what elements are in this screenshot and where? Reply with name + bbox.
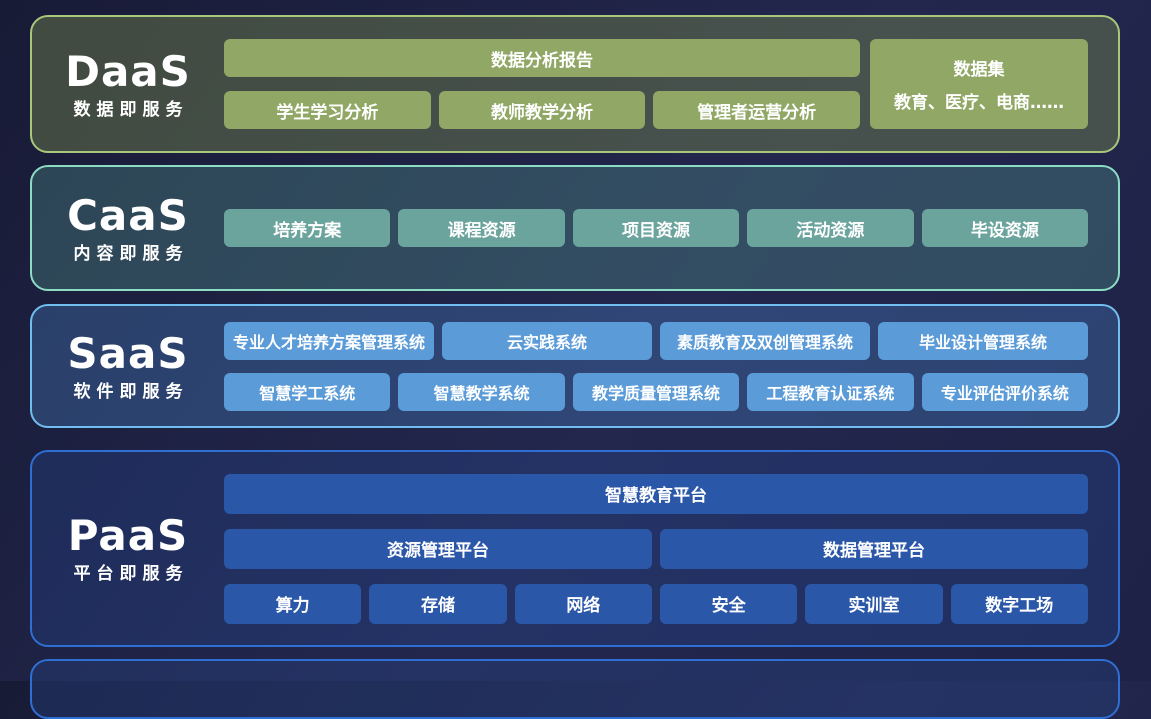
paas-content: 智慧教育平台 资源管理平台 数据管理平台 算力 存储 网络 安全 实训室 数字工… bbox=[224, 473, 1118, 624]
daas-subtitle: 数据即服务 bbox=[73, 99, 189, 120]
caas-item: 活动资源 bbox=[747, 209, 914, 247]
paas-subtitle: 平台即服务 bbox=[73, 564, 189, 585]
caas-content: 培养方案 课程资源 项目资源 活动资源 毕设资源 bbox=[224, 209, 1118, 247]
daas-report-bar: 数据分析报告 bbox=[224, 39, 860, 77]
paas-item: 算力 bbox=[224, 583, 362, 624]
saas-item: 素质教育及双创管理系统 bbox=[660, 321, 870, 360]
saas-item: 专业评估评价系统 bbox=[921, 372, 1089, 411]
saas-item: 智慧学工系统 bbox=[224, 372, 391, 411]
saas-item: 教学质量管理系统 bbox=[572, 372, 740, 411]
caas-section: CaaS 内容即服务 培养方案 课程资源 项目资源 活动资源 毕设资源 bbox=[30, 165, 1120, 291]
saas-label: SaaS 软件即服务 bbox=[32, 328, 224, 402]
saas-title: SaaS bbox=[67, 328, 189, 378]
paas-item: 数据管理平台 bbox=[660, 528, 1088, 569]
saas-item: 专业人才培养方案管理系统 bbox=[224, 321, 434, 360]
paas-item: 实训室 bbox=[805, 583, 943, 624]
saas-subtitle: 软件即服务 bbox=[73, 381, 189, 402]
daas-title: DaaS bbox=[65, 46, 191, 96]
paas-section: PaaS 平台即服务 智慧教育平台 资源管理平台 数据管理平台 算力 存储 网络… bbox=[30, 450, 1120, 647]
saas-row-2: 智慧学工系统 智慧教学系统 教学质量管理系统 工程教育认证系统 专业评估评价系统 bbox=[224, 372, 1089, 411]
saas-item: 工程教育认证系统 bbox=[747, 372, 914, 411]
daas-dataset-box: 数据集 教育、医疗、电商…… bbox=[870, 39, 1088, 129]
caas-subtitle: 内容即服务 bbox=[73, 243, 189, 264]
paas-row-3: 算力 存储 网络 安全 实训室 数字工场 bbox=[224, 583, 1088, 624]
caas-title: CaaS bbox=[67, 190, 189, 240]
saas-row-1: 专业人才培养方案管理系统 云实践系统 素质教育及双创管理系统 毕业设计管理系统 bbox=[224, 321, 1088, 360]
paas-row-2: 资源管理平台 数据管理平台 bbox=[224, 528, 1088, 569]
paas-item: 存储 bbox=[369, 583, 507, 624]
paas-item: 资源管理平台 bbox=[224, 528, 652, 569]
partial-bottom-section bbox=[30, 659, 1120, 719]
caas-item: 项目资源 bbox=[572, 209, 740, 247]
saas-item: 云实践系统 bbox=[442, 321, 652, 360]
caas-label: CaaS 内容即服务 bbox=[32, 190, 224, 264]
saas-content: 专业人才培养方案管理系统 云实践系统 素质教育及双创管理系统 毕业设计管理系统 … bbox=[224, 321, 1118, 411]
saas-item: 毕业设计管理系统 bbox=[878, 321, 1088, 360]
daas-item-row: 学生学习分析 教师教学分析 管理者运营分析 bbox=[224, 91, 861, 129]
paas-title: PaaS bbox=[67, 511, 189, 561]
paas-label: PaaS 平台即服务 bbox=[32, 511, 224, 585]
daas-section: DaaS 数据即服务 数据分析报告 学生学习分析 教师教学分析 管理者运营分析 … bbox=[30, 15, 1120, 153]
daas-item: 教师教学分析 bbox=[438, 91, 646, 129]
daas-label: DaaS 数据即服务 bbox=[32, 46, 224, 120]
caas-item: 课程资源 bbox=[398, 209, 565, 247]
paas-item: 安全 bbox=[659, 583, 798, 624]
paas-item: 网络 bbox=[514, 583, 652, 624]
paas-platform-bar: 智慧教育平台 bbox=[224, 473, 1088, 514]
daas-dataset-title: 数据集 bbox=[953, 60, 1005, 80]
daas-dataset-detail: 教育、医疗、电商…… bbox=[894, 93, 1064, 113]
caas-item: 毕设资源 bbox=[921, 209, 1089, 247]
paas-item: 数字工场 bbox=[950, 583, 1088, 624]
daas-item: 管理者运营分析 bbox=[653, 91, 861, 129]
daas-item: 学生学习分析 bbox=[224, 91, 431, 129]
saas-item: 智慧教学系统 bbox=[398, 372, 565, 411]
daas-content: 数据分析报告 学生学习分析 教师教学分析 管理者运营分析 数据集 教育、医疗、电… bbox=[224, 39, 1118, 129]
caas-item: 培养方案 bbox=[224, 209, 391, 247]
paas-row-1: 智慧教育平台 bbox=[224, 473, 1088, 514]
daas-left-column: 数据分析报告 学生学习分析 教师教学分析 管理者运营分析 bbox=[224, 39, 861, 129]
saas-section: SaaS 软件即服务 专业人才培养方案管理系统 云实践系统 素质教育及双创管理系… bbox=[30, 304, 1120, 428]
